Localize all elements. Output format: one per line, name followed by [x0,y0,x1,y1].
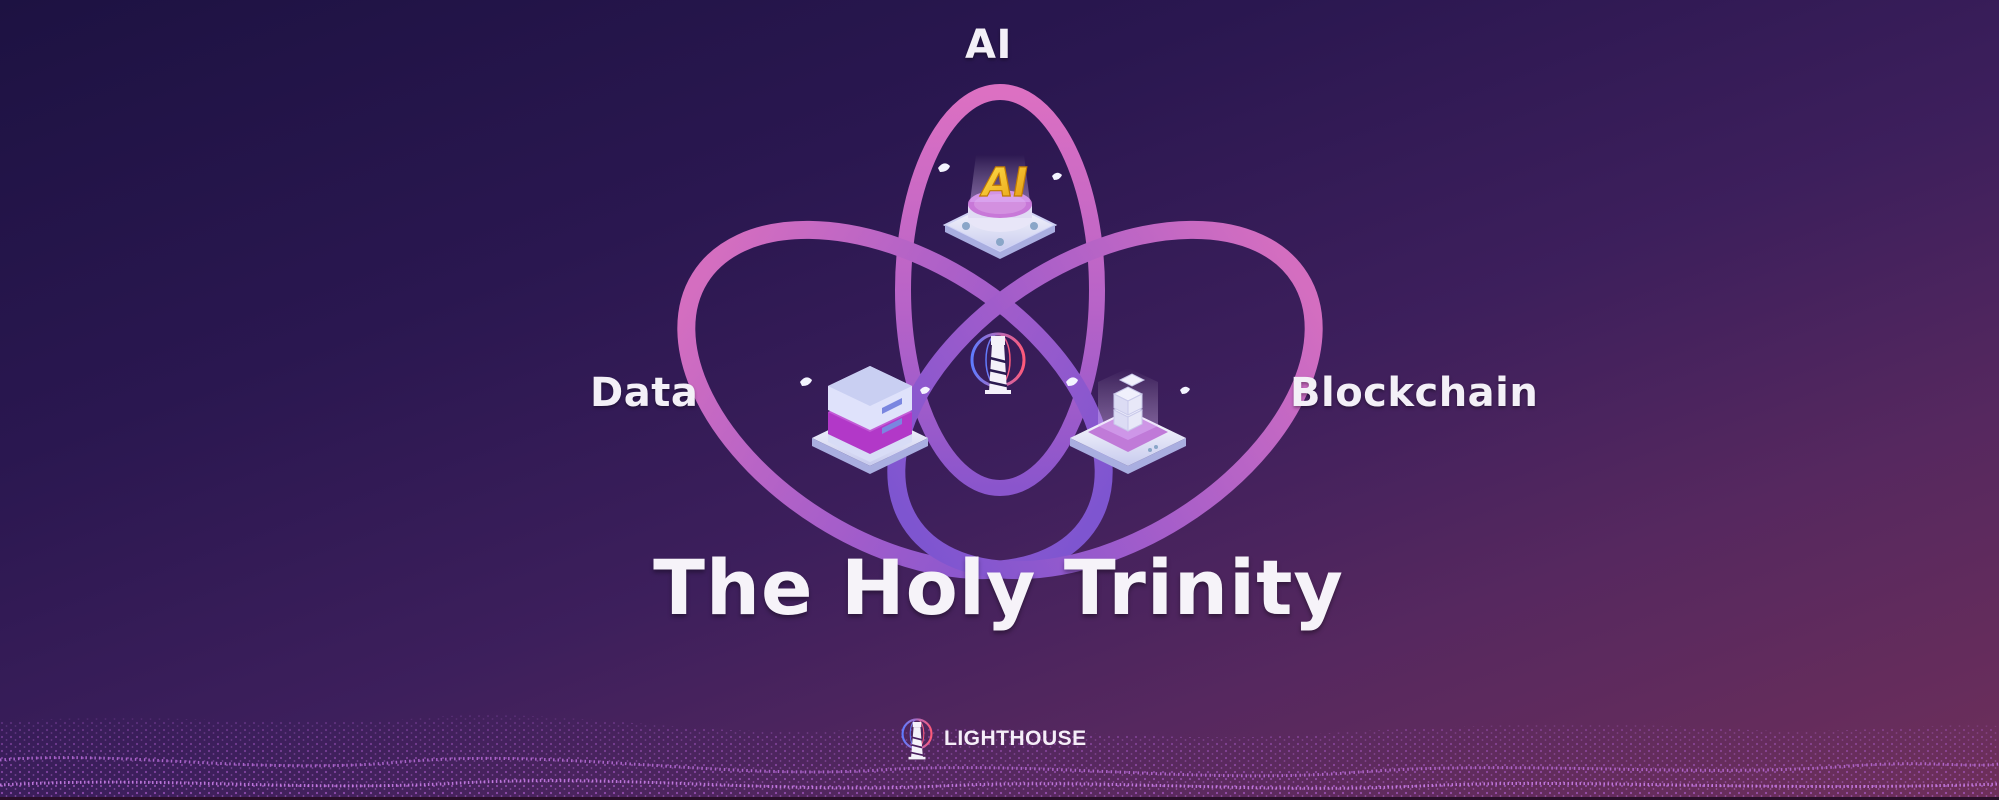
ai-platform-icon: AI [938,155,1062,259]
label-data: Data [590,370,699,416]
label-ai: AI [965,22,1012,68]
data-server-icon [800,366,930,474]
ring-data [677,220,1113,580]
blockchain-cubes-icon [1066,368,1190,474]
brand-logo: LIGHTHOUSE [900,713,1087,765]
page-title: The Holy Trinity [0,543,1999,632]
brand-name: LIGHTHOUSE [944,727,1087,750]
title-text: The Holy Trinity [653,543,1344,632]
particle-wave-decoration [0,715,1999,797]
lighthouse-globe-icon [901,718,933,760]
ring-ai [895,84,1105,496]
ring-blockchain [887,220,1323,580]
label-blockchain: Blockchain [1290,370,1539,416]
lighthouse-globe-icon-center [970,332,1026,394]
bottom-edge [0,797,1999,800]
svg-text:AI: AI [978,159,1032,206]
